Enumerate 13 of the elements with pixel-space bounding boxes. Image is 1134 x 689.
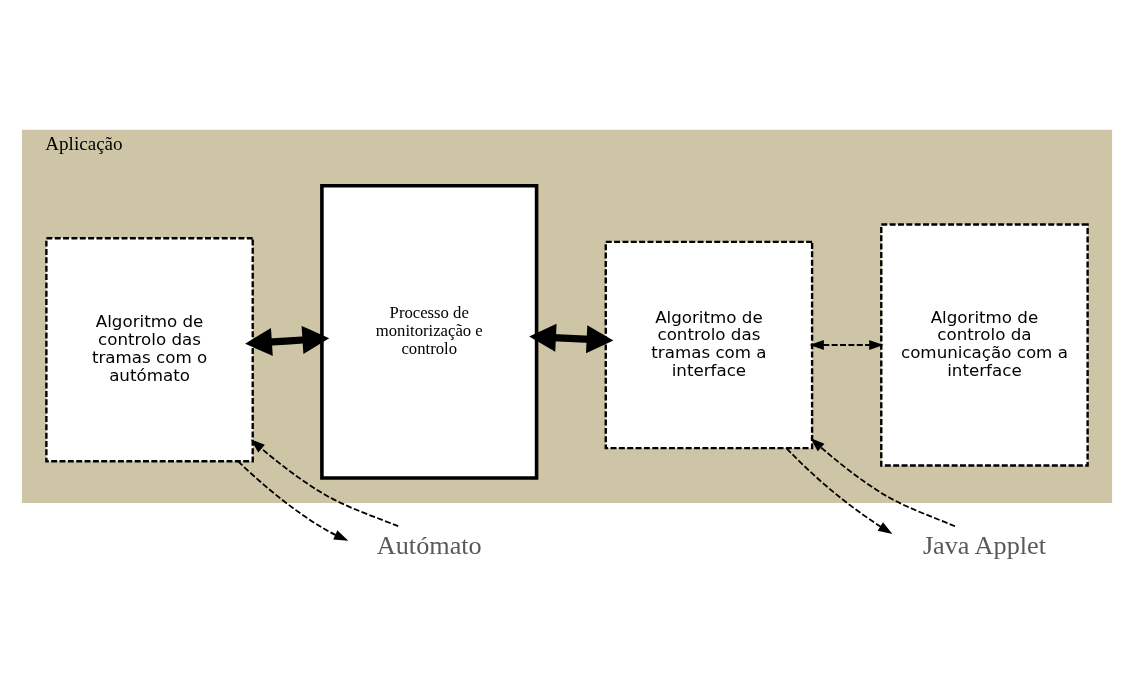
arrow (529, 323, 614, 353)
node-box: Algoritmo de controlo das tramas com a interface (604, 240, 814, 449)
arrow (250, 438, 400, 527)
arrow (245, 325, 330, 356)
arrow (785, 447, 893, 534)
node-text: Autómato (376, 530, 482, 560)
arrow (237, 459, 349, 541)
node-box: Algoritmo de controlo da comunicação com a interface (880, 222, 1089, 467)
node-box: Processo de monitorização e controlo (320, 183, 539, 480)
node-text: Java Applet (922, 530, 1046, 560)
arrow (809, 339, 884, 350)
node-box: Algoritmo de controlo das tramas com o autómato (45, 236, 254, 462)
arrow (810, 437, 956, 527)
